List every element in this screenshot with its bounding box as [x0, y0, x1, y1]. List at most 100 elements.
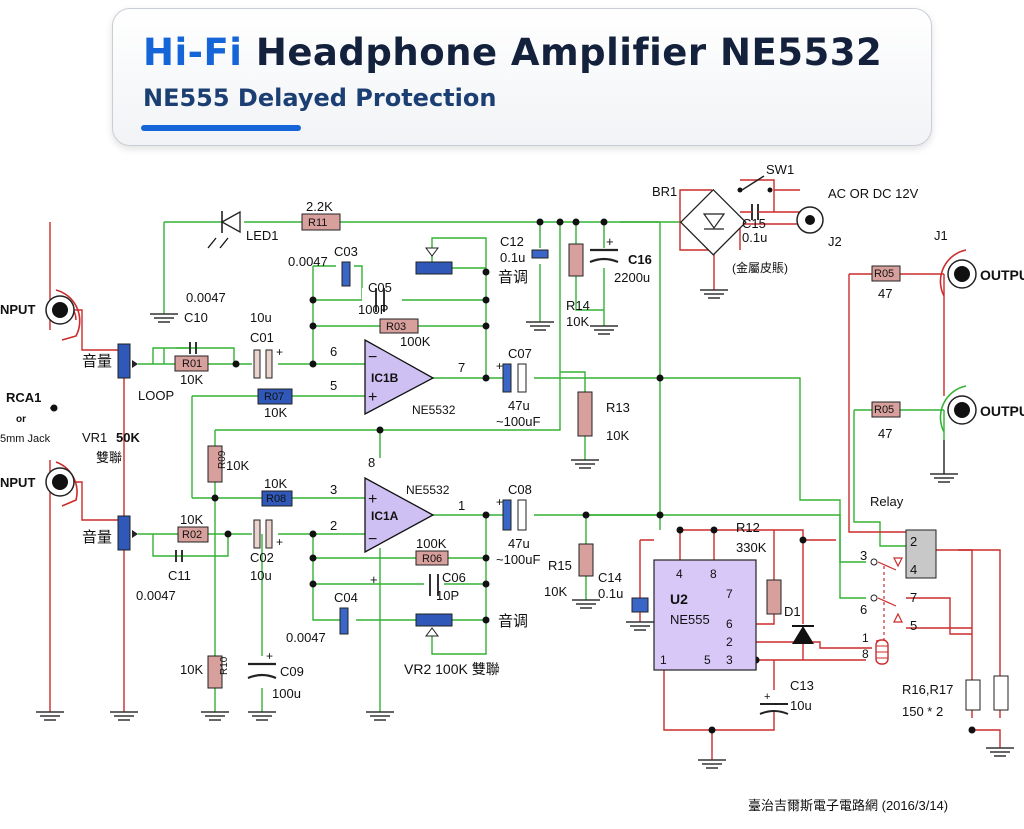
c02-value: 10u — [250, 568, 272, 583]
c08-label: C08 — [508, 482, 532, 497]
j1-label: J1 — [934, 228, 948, 243]
c06-label: C06 — [442, 570, 466, 585]
output-section: J1 OUTPU OUTPU R05 47 R05 47 Relay 2 4 3… — [860, 228, 1024, 719]
u2-pin2: 2 — [726, 635, 733, 649]
r10-label: R10 — [219, 656, 230, 675]
u2-pin5: 5 — [704, 653, 711, 667]
c11-label: C11 — [168, 568, 191, 583]
title-main: Headphone Amplifier NE5532 — [255, 31, 883, 74]
svg-text:+: + — [606, 234, 614, 249]
circuit-schematic: NPUT NPUT RCA1 or 5mm Jack 音量 音量 VR1 50K… — [0, 162, 1024, 813]
r03-value: 100K — [400, 334, 431, 349]
ic1b-pin5: 5 — [330, 378, 337, 393]
r06-value: 100K — [416, 536, 447, 551]
r12-value: 330K — [736, 540, 767, 555]
ic1a-pin2: 2 — [330, 518, 337, 533]
br1-label: BR1 — [652, 184, 677, 199]
power-section: BR1 SW1 C15 0.1u J2 AC OR DC 12V (金屬皮賬) — [652, 162, 919, 275]
relay-pin8: 8 — [862, 647, 869, 661]
ac-dc-label: AC OR DC 12V — [828, 186, 919, 201]
c13-label: C13 — [790, 678, 814, 693]
r07-value: 10K — [264, 405, 287, 420]
c01-label: C01 — [250, 330, 274, 345]
upper-channel: 0.0047 C10 R01 10K + 10u C01 C03 0.0047 … — [174, 244, 630, 443]
input-section: NPUT NPUT RCA1 or 5mm Jack 音量 音量 VR1 50K… — [0, 289, 174, 551]
c09-value: 100u — [272, 686, 301, 701]
green-wiring — [138, 221, 945, 712]
r16-r17-label: R16,R17 — [902, 682, 953, 697]
junction-dots — [50, 218, 976, 734]
c05-label: C05 — [368, 280, 392, 295]
c02-label: C02 — [250, 550, 274, 565]
relay-pin4: 4 — [910, 562, 917, 577]
header-card: Hi-Fi Headphone Amplifier NE5532 NE555 D… — [112, 8, 932, 146]
r05-bottom-value: 47 — [878, 426, 892, 441]
vr2-label: VR2 100K 雙聯 — [404, 661, 500, 677]
relay-pin2: 2 — [910, 534, 917, 549]
ic1b-pin7: 7 — [458, 360, 465, 375]
svg-text:+: + — [368, 389, 377, 406]
c15-label: C15 — [742, 216, 766, 231]
r01-label: R01 — [182, 358, 202, 370]
u2-pin6: 6 — [726, 617, 733, 631]
u2-pin8: 8 — [710, 567, 717, 581]
input-label-bottom: NPUT — [0, 475, 35, 490]
output-label-top: OUTPU — [980, 267, 1024, 283]
ground-symbols — [36, 289, 1014, 769]
r09-value: 10K — [226, 458, 249, 473]
r01-value: 10K — [180, 372, 203, 387]
relay-pin6: 6 — [860, 602, 867, 617]
svg-text:+: + — [368, 491, 377, 508]
r14-label: R14 — [566, 298, 590, 313]
ic1b-label: IC1B — [371, 371, 399, 385]
pin8-label: 8 — [368, 455, 375, 470]
ic1b-part: NE5532 — [412, 403, 456, 417]
svg-text:+: + — [276, 345, 283, 359]
accent-bar — [141, 125, 301, 131]
r10-value: 10K — [180, 662, 203, 677]
u2-part: NE555 — [670, 612, 710, 627]
c05-value: 100P — [358, 302, 388, 317]
svg-text:+: + — [370, 572, 378, 587]
relay-pin1: 1 — [862, 631, 869, 645]
ic1b-pin6: 6 — [330, 344, 337, 359]
r06-label: R06 — [422, 553, 442, 565]
r13-value: 10K — [606, 428, 629, 443]
top-rail: LED1 R11 2.2K C12 0.1u R14 10K + C16 220… — [207, 199, 652, 329]
svg-text:−: − — [368, 349, 377, 366]
sw1-label: SW1 — [766, 162, 794, 177]
c12-label: C12 — [500, 234, 524, 249]
c07-value2: ~100uF — [496, 414, 541, 429]
r03-label: R03 — [386, 321, 406, 333]
tone-label-top: 音调 — [498, 269, 528, 286]
u2-pin3: 3 — [726, 653, 733, 667]
svg-text:+: + — [496, 495, 503, 509]
r05-bottom-label: R05 — [874, 404, 894, 416]
c12-value: 0.1u — [500, 250, 525, 265]
vr1-type: 雙聯 — [96, 450, 122, 465]
ic1a-pin1: 1 — [458, 498, 465, 513]
page-title: Hi-Fi Headphone Amplifier NE5532 — [143, 31, 882, 74]
rca-label: RCA1 — [6, 390, 41, 405]
vr1-name: VR1 — [82, 430, 107, 445]
volume-label-top: 音量 — [82, 353, 112, 370]
r15-label: R15 — [548, 558, 572, 573]
jack-label: 5mm Jack — [0, 433, 51, 445]
r11-value: 2.2K — [306, 199, 333, 214]
c07-value1: 47u — [508, 398, 530, 413]
ic1a-pin3: 3 — [330, 482, 337, 497]
tone-label-bottom: 音调 — [498, 613, 528, 630]
page-subtitle: NE555 Delayed Protection — [143, 84, 497, 112]
u2-pin1: 1 — [660, 653, 667, 667]
relay-pin7: 7 — [910, 590, 917, 605]
vr1-value: 50K — [116, 430, 140, 445]
r08-label: R08 — [266, 493, 286, 505]
r11-label: R11 — [308, 217, 327, 229]
u2-pin4: 4 — [676, 567, 683, 581]
output-label-bottom: OUTPU — [980, 403, 1024, 419]
c07-label: C07 — [508, 346, 532, 361]
ic1a-part: NE5532 — [406, 483, 450, 497]
relay-label: Relay — [870, 494, 904, 509]
loop-label: LOOP — [138, 388, 174, 403]
title-accent: Hi-Fi — [143, 31, 243, 74]
